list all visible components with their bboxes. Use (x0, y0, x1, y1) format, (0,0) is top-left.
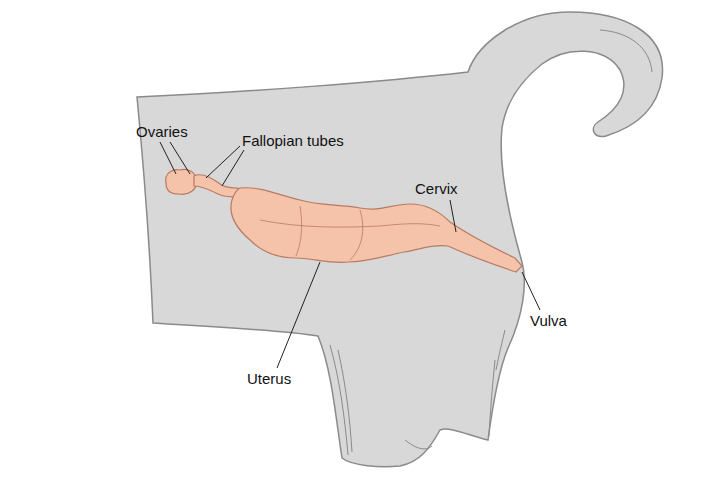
part-label: Vulva (530, 313, 567, 330)
uterus-contour (260, 206, 440, 260)
part-label: Cervix (415, 181, 458, 198)
cat-body (137, 12, 663, 467)
part-label: Fallopian tubes (242, 133, 344, 150)
ovary (166, 169, 197, 194)
part-label: Ovaries (136, 124, 188, 141)
leader-lines (160, 142, 540, 368)
uterus (231, 188, 522, 272)
reproductive-tract (166, 169, 522, 272)
part-label: Uterus (247, 371, 291, 388)
